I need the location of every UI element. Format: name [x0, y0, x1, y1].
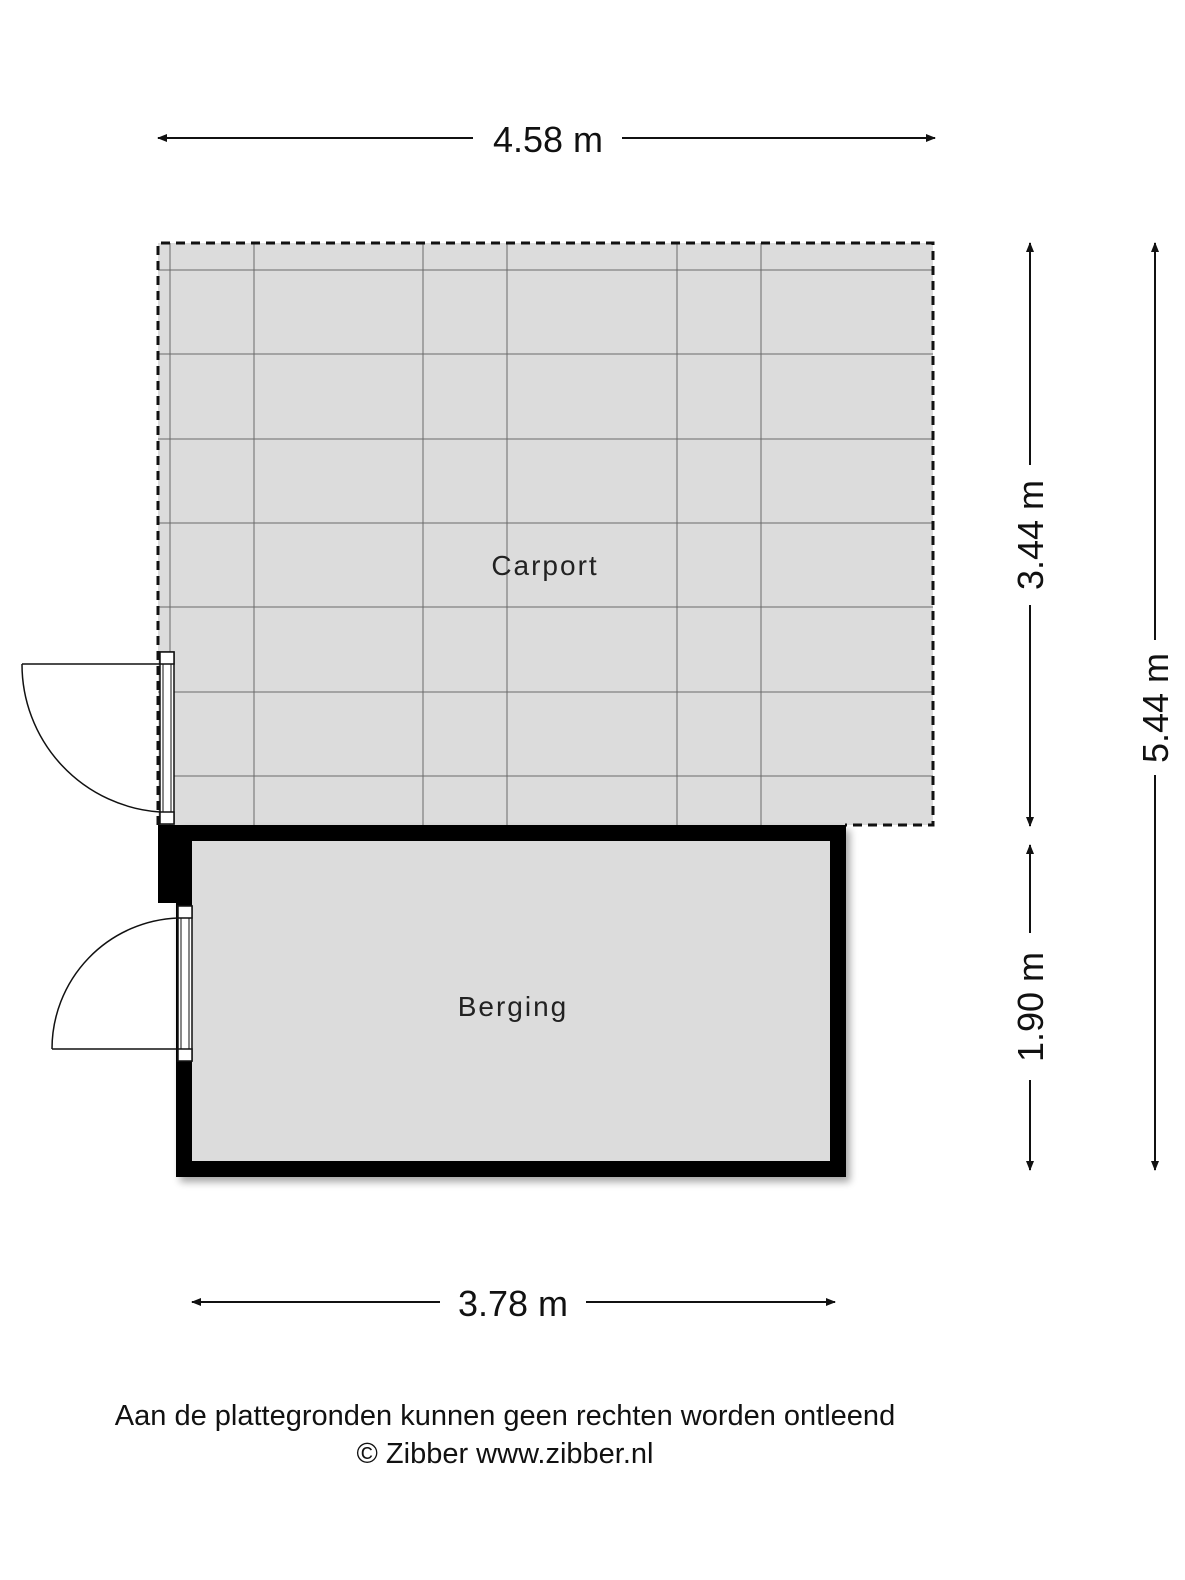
wall-pier: [158, 825, 192, 903]
dimension-bottom: 3.78 m: [191, 1283, 836, 1324]
dimension-label-total-depth: 5.44 m: [1135, 653, 1176, 763]
dimension-label-carport-width: 4.58 m: [493, 119, 603, 160]
dimension-total-depth: 5.44 m: [1135, 242, 1176, 1171]
berging-door: [51, 905, 193, 1062]
copyright-text: © Zibber www.zibber.nl: [356, 1438, 654, 1470]
dimension-carport-depth: 3.44 m: [1010, 242, 1051, 827]
disclaimer-text: Aan de plattegronden kunnen geen rechten…: [114, 1400, 896, 1432]
dimension-label-berging-width: 3.78 m: [458, 1283, 568, 1324]
dimension-top: 4.58 m: [157, 119, 936, 160]
carport-dashed-outline: [156, 241, 935, 827]
carport-door: [21, 651, 175, 825]
dimension-label-berging-depth: 1.90 m: [1010, 952, 1051, 1062]
dimension-berging-depth: 1.90 m: [1010, 844, 1051, 1171]
carport-area: [156, 241, 935, 827]
room-label-berging: Berging: [458, 991, 569, 1022]
berging-room: [158, 825, 850, 1182]
dimension-label-carport-depth: 3.44 m: [1010, 480, 1051, 590]
room-label-carport: Carport: [491, 550, 598, 581]
carport-tile-grid: [158, 243, 933, 825]
